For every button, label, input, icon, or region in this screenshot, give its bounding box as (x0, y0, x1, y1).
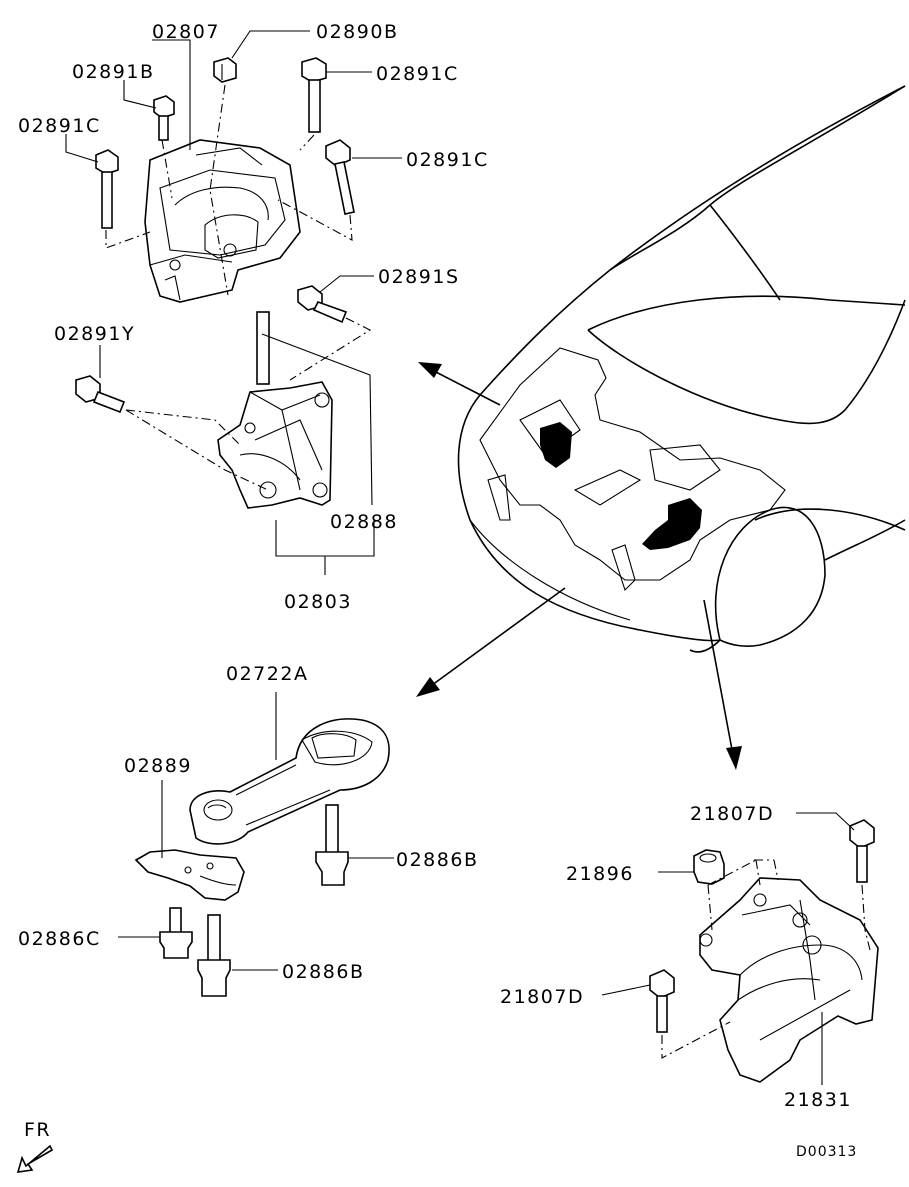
leader-lines (65, 30, 855, 1085)
bolt-02886B-lower (197, 914, 231, 997)
engine-mount-bracket (144, 139, 301, 303)
label-02803[interactable]: 02803 (284, 591, 352, 613)
label-02888[interactable]: 02888 (330, 511, 398, 533)
label-21831[interactable]: 21831 (784, 1089, 852, 1111)
label-02891C-top[interactable]: 02891C (376, 63, 459, 85)
pointer-arrows (416, 362, 742, 770)
label-02886C[interactable]: 02886C (18, 928, 101, 950)
label-02891C-left[interactable]: 02891C (18, 115, 101, 137)
label-02807[interactable]: 02807 (152, 21, 220, 43)
transmission-mount-group (649, 819, 879, 1083)
label-21807D-top[interactable]: 21807D (690, 803, 774, 825)
label-02891C-right[interactable]: 02891C (406, 149, 489, 171)
label-02889[interactable]: 02889 (124, 755, 192, 777)
upper-engine-mount-group (95, 57, 355, 303)
label-02886B-lower[interactable]: 02886B (282, 961, 364, 983)
bolt-02886C (159, 907, 193, 959)
label-02891S[interactable]: 02891S (378, 266, 460, 288)
label-02891Y[interactable]: 02891Y (54, 323, 135, 345)
label-02891B[interactable]: 02891B (72, 61, 154, 83)
label-02886B-upper[interactable]: 02886B (396, 849, 478, 871)
bolt-02891C-top (301, 57, 327, 133)
bracket-02803 (217, 381, 333, 509)
bolt-02891C-left (95, 149, 119, 229)
nut-21896 (693, 849, 725, 885)
bolt-02891B (153, 95, 175, 141)
vehicle-outline (457, 85, 906, 653)
bolt-02891S (297, 285, 348, 324)
bolt-02891Y (75, 375, 126, 414)
bolt-02890B (213, 57, 237, 83)
label-02722A[interactable]: 02722A (226, 663, 308, 685)
label-21896[interactable]: 21896 (566, 863, 634, 885)
bolt-02891C-right (325, 139, 355, 215)
label-21807D-bottom[interactable]: 21807D (500, 986, 584, 1008)
front-arrow-icon (16, 1144, 54, 1173)
bolt-21807D-top (849, 819, 875, 883)
torque-rod-group (134, 718, 390, 997)
bolt-21807D-bottom (649, 969, 675, 1033)
front-orientation-indicator: FR (16, 1119, 54, 1173)
torque-rod-02722A (189, 718, 390, 845)
drawing-code: D00313 (796, 1144, 857, 1160)
bolt-02886B-upper (315, 804, 349, 886)
front-label: FR (24, 1119, 51, 1141)
middle-bracket-group (75, 285, 375, 575)
bracket-02889 (134, 849, 245, 901)
stud-02888 (256, 311, 270, 385)
label-02890B[interactable]: 02890B (316, 21, 398, 43)
part-labels: 02807 02890B 02891B 02891C 02891C 02891C… (18, 21, 852, 1111)
